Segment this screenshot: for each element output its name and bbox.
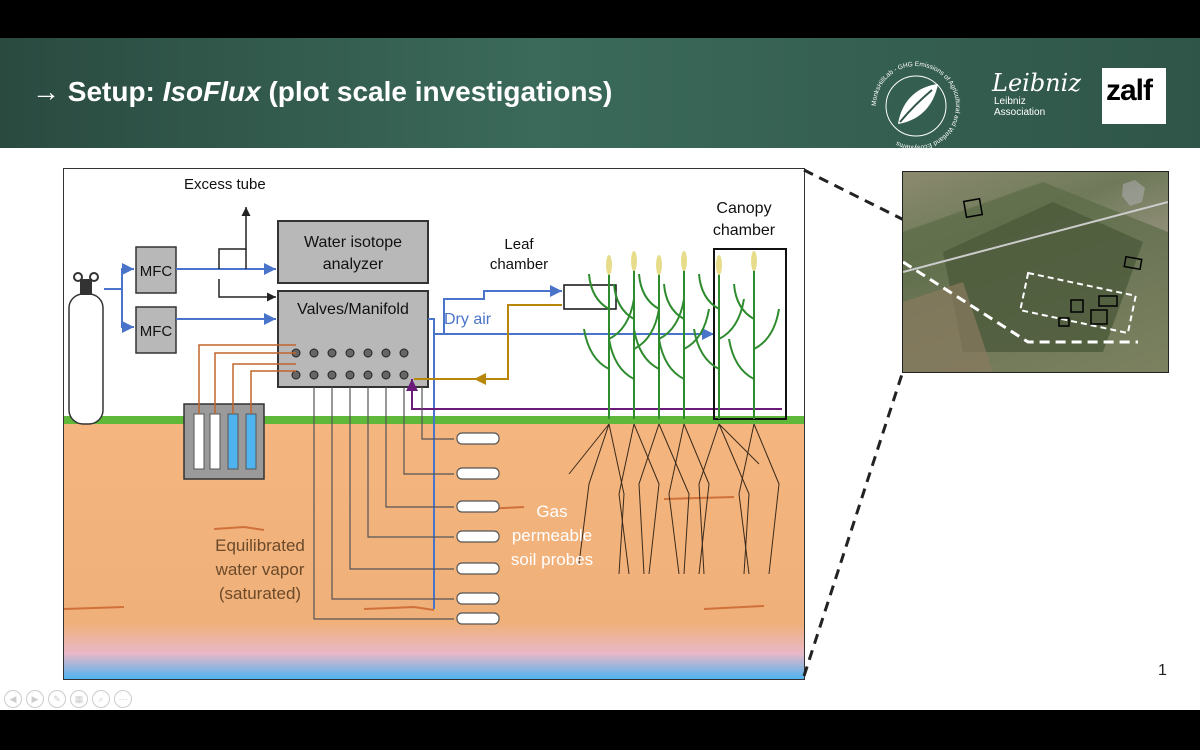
canopy-chamber-label-1: Canopy: [716, 200, 771, 217]
title-prefix: Setup:: [67, 76, 163, 107]
analyzer-box: [277, 220, 429, 284]
zalf-text: zalf: [1106, 74, 1153, 107]
canopy-chamber-label-2: chamber: [713, 222, 776, 239]
pen-icon[interactable]: ✎: [48, 690, 66, 708]
presentation-controls: ◀ ▶ ✎ ▦ ⌕ ⋯: [4, 690, 132, 710]
zalf-logo: zalf: [1102, 68, 1166, 124]
gas-probes-label-2: permeable: [512, 526, 592, 545]
leaf-chamber-label-1: Leaf: [504, 236, 534, 253]
maize-plants: [583, 251, 780, 419]
analyzer-label-1: Water isotope: [304, 234, 402, 251]
slide: → Setup: IsoFlux (plot scale investigati…: [0, 38, 1200, 710]
title-arrow: →: [32, 76, 60, 107]
next-icon[interactable]: ▶: [26, 690, 44, 708]
water-vapor-vessels: [183, 403, 265, 480]
vapor-label-1: Equilibrated: [215, 536, 305, 555]
slides-icon[interactable]: ▦: [70, 690, 88, 708]
mfc-box-2: [135, 306, 177, 354]
title-italic: IsoFlux: [162, 76, 261, 107]
leibniz-script: Leibniz: [992, 69, 1081, 97]
vapor-label-3: (saturated): [219, 584, 301, 603]
canopy-chamber-box: [713, 248, 787, 420]
leaf-chamber-box: [563, 284, 617, 310]
zoom-connector: [802, 168, 906, 677]
bottom-letterbox: [0, 710, 1200, 750]
slide-title: → Setup: IsoFlux (plot scale investigati…: [32, 76, 612, 108]
leibniz-sub1: Leibniz: [994, 96, 1026, 107]
title-suffix: (plot scale investigations): [260, 76, 613, 107]
analyzer-label-2: analyzer: [323, 256, 384, 273]
mfc-label-2: MFC: [140, 323, 173, 340]
vapor-label-2: water vapor: [215, 560, 305, 579]
valve-ports: [291, 348, 409, 380]
gas-probes-label-3: soil probes: [511, 550, 593, 569]
leaf-chamber-label-2: chamber: [490, 256, 548, 273]
gas-probes-label-1: Gas: [536, 502, 567, 521]
isoflux-diagram: MFC MFC Excess tube Water isotope analyz…: [63, 168, 805, 680]
soil-probes: [313, 387, 500, 625]
leibniz-logo: Leibniz Leibniz Association: [992, 69, 1081, 130]
top-letterbox: [0, 0, 1200, 38]
dry-air-label: Dry air: [444, 311, 492, 328]
zoom-icon[interactable]: ⌕: [92, 690, 110, 708]
prev-icon[interactable]: ◀: [4, 690, 22, 708]
page-number: 1: [1158, 662, 1167, 679]
mfc-label-1: MFC: [140, 263, 173, 280]
leibniz-sub2: Association: [994, 107, 1046, 118]
slide-header: → Setup: IsoFlux (plot scale investigati…: [0, 38, 1200, 151]
roots: [568, 423, 780, 575]
aerial-map: [902, 171, 1169, 373]
gas-cylinder: [68, 272, 104, 425]
ghg-lab-logo: MonksHillLab - GHG Emissions of Agricult…: [871, 61, 961, 151]
more-icon[interactable]: ⋯: [114, 690, 132, 708]
valves-label: Valves/Manifold: [297, 301, 409, 318]
excess-tube-label: Excess tube: [184, 176, 266, 193]
